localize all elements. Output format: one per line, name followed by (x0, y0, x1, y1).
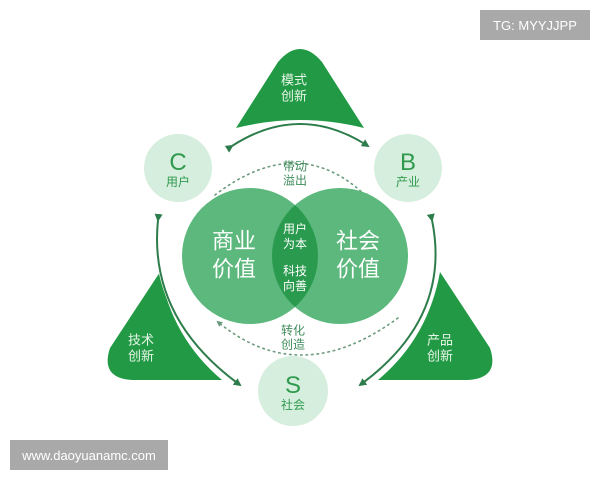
node-c-circle (144, 134, 212, 202)
flow-top-label: 带动 溢出 (282, 159, 308, 188)
dotted-arrow-bottom (216, 317, 399, 356)
triangle-right-label: 产品 创新 (426, 333, 454, 364)
node-s-society: S 社会 (280, 371, 306, 412)
triangle-top-mode-innovation (236, 49, 364, 128)
dotted-arrow-top (214, 162, 370, 200)
user-centric-label: 用户 为本 (282, 222, 308, 251)
flow-bottom-label: 转化 创造 (280, 323, 306, 352)
node-s-circle (258, 356, 328, 426)
social-value-label: 社会 价值 (335, 229, 381, 283)
commercial-value-label: 商业 价值 (211, 229, 257, 283)
tech-for-good-label: 科技 向善 (282, 264, 308, 293)
venn-overlap (272, 188, 318, 324)
node-c-user: C 用户 (165, 148, 191, 189)
watermark-bottom-left: www.daoyuanamc.com (10, 440, 168, 470)
node-b-industry: B 产业 (395, 148, 421, 189)
triangle-top-label: 模式 创新 (280, 73, 308, 104)
watermark-top-right: TG: MYYJJPP (480, 10, 590, 40)
node-b-circle (374, 134, 442, 202)
triangle-left-label: 技术 创新 (127, 333, 155, 364)
